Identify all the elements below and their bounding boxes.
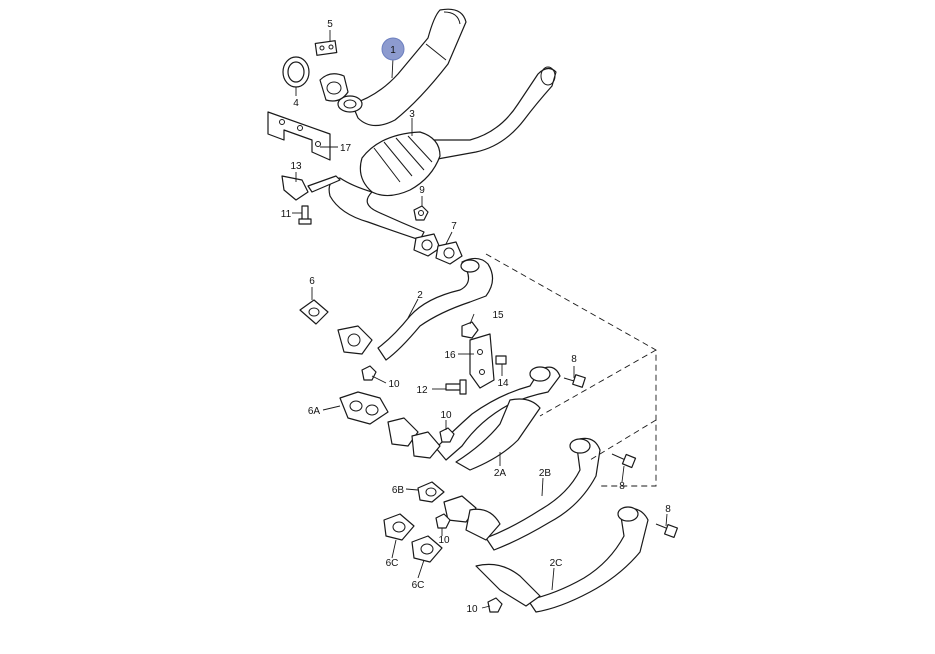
label-10-c: 10 [438, 535, 450, 546]
part-labels: 5 4 3 17 13 11 9 7 6 2 10 15 16 14 12 8 … [281, 19, 671, 615]
part-10-nut-c[interactable] [435, 513, 451, 529]
assembly-line-right [485, 253, 657, 487]
part-10-nut-b[interactable] [439, 427, 455, 443]
part-1-front-pipe[interactable] [337, 8, 467, 127]
label-14: 14 [497, 378, 509, 389]
part-11-bolt[interactable] [298, 205, 312, 225]
flange-part-1 [319, 73, 349, 102]
label-10-b: 10 [440, 410, 452, 421]
callout-1-highlight[interactable]: 1 [381, 37, 405, 61]
label-6c-a: 6C [386, 558, 399, 569]
label-6a: 6A [308, 406, 321, 417]
part-6a-gasket[interactable] [339, 391, 389, 425]
label-12: 12 [416, 385, 428, 396]
part-13-hanger[interactable] [281, 175, 341, 201]
part-10-nut-d[interactable] [487, 597, 503, 613]
label-6b: 6B [392, 485, 405, 496]
label-13: 13 [290, 161, 302, 172]
part-2-y-pipe[interactable] [337, 257, 494, 361]
part-6c-gasket-b[interactable] [411, 535, 443, 563]
assembly-line-diag-1 [539, 349, 657, 417]
part-6b-gasket[interactable] [417, 481, 445, 503]
leader-lines [292, 30, 668, 609]
part-6c-gasket-a[interactable] [383, 513, 415, 541]
part-9-nut[interactable] [413, 205, 429, 221]
part-5-clip[interactable] [314, 40, 338, 56]
label-1: 1 [390, 45, 396, 56]
label-2: 2 [417, 290, 423, 301]
label-6: 6 [309, 276, 315, 287]
label-10-a: 10 [388, 379, 400, 390]
part-17-bracket[interactable] [267, 111, 331, 161]
label-6c-b: 6C [412, 580, 425, 591]
label-8-a: 8 [571, 354, 577, 365]
label-2a: 2A [494, 468, 507, 479]
label-8-b: 8 [619, 481, 625, 492]
label-5: 5 [327, 19, 333, 30]
part-2a-front-pipe-left[interactable] [387, 366, 561, 471]
label-17: 17 [340, 143, 352, 154]
label-8-c: 8 [665, 504, 671, 515]
label-7: 7 [451, 221, 457, 232]
part-8-bolt-b[interactable] [611, 453, 637, 469]
part-16-bracket[interactable] [469, 333, 495, 389]
part-8-bolt-c[interactable] [655, 523, 679, 539]
label-2b: 2B [539, 468, 552, 479]
part-8-bolt-a[interactable] [563, 374, 586, 388]
part-2b-pipe[interactable] [443, 437, 601, 551]
part-3-catalytic-converter[interactable] [328, 66, 557, 241]
part-6-gasket[interactable] [299, 299, 329, 325]
label-2c: 2C [550, 558, 563, 569]
label-3: 3 [409, 109, 415, 120]
part-2c-pipe[interactable] [475, 506, 649, 613]
part-7-gasket[interactable] [413, 233, 463, 265]
assembly-line-diag-2 [589, 419, 657, 461]
label-10-d: 10 [466, 604, 478, 615]
part-4-seal-ring[interactable] [282, 56, 310, 88]
part-12-bolt[interactable] [445, 379, 467, 395]
part-14-stud[interactable] [495, 355, 507, 365]
label-11: 11 [281, 209, 292, 220]
label-16: 16 [444, 350, 456, 361]
part-10-nut[interactable] [361, 365, 377, 381]
label-15: 15 [492, 310, 504, 321]
label-4: 4 [293, 98, 299, 109]
label-9: 9 [419, 185, 425, 196]
part-15-nut[interactable] [461, 321, 479, 339]
